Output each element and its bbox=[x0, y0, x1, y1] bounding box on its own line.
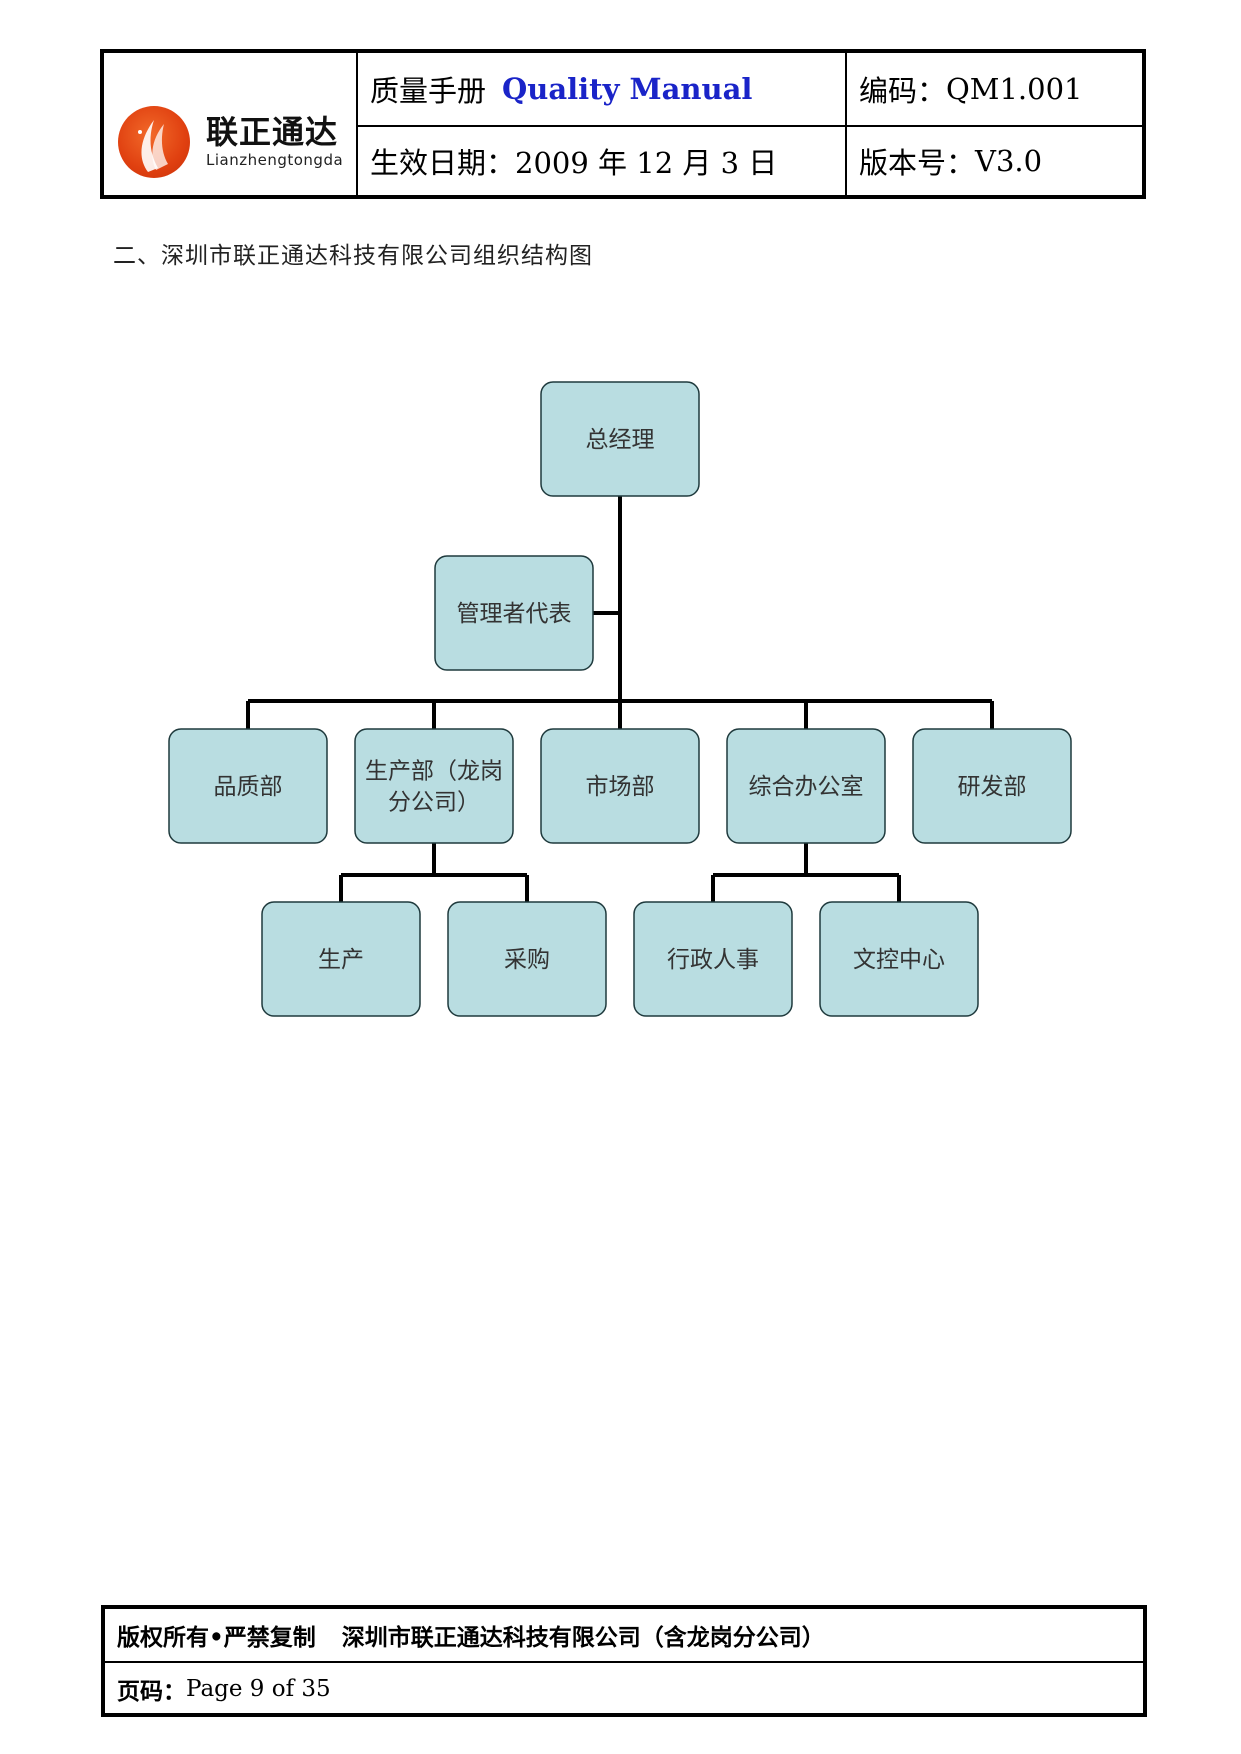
org-box-label: 生产 bbox=[318, 947, 364, 973]
org-node-general-manager: 总经理 bbox=[540, 381, 700, 497]
org-box bbox=[354, 728, 514, 844]
org-node-department: 品质部 bbox=[168, 728, 328, 844]
header-divider bbox=[845, 53, 847, 195]
org-box-label: 采购 bbox=[504, 947, 550, 973]
org-box-label: 总经理 bbox=[586, 427, 655, 453]
company-name: 深圳市联正通达科技有限公司（含龙岗分公司） bbox=[341, 1624, 825, 1651]
section-title: 二、深圳市联正通达科技有限公司组织结构图 bbox=[113, 243, 593, 269]
org-box-label: 研发部 bbox=[958, 774, 1027, 800]
org-node-department: 市场部 bbox=[540, 728, 700, 844]
logo-name-cn: 联正通达 bbox=[206, 113, 339, 151]
org-node-department: 生产部（龙岗分公司） bbox=[354, 728, 514, 844]
org-box-label: 文控中心 bbox=[853, 947, 945, 973]
footer-copyright-row: 版权所有•严禁复制 深圳市联正通达科技有限公司（含龙岗分公司） bbox=[117, 1609, 825, 1661]
logo-name-pinyin: Lianzhengtongda bbox=[206, 151, 344, 169]
org-box bbox=[168, 728, 328, 844]
manual-title: 质量手册 Quality Manual bbox=[370, 53, 752, 125]
page-label: 页码： bbox=[117, 1678, 186, 1705]
footer-page-row: 页码： Page 9 of 35 bbox=[117, 1663, 331, 1715]
header-divider bbox=[356, 125, 1142, 127]
date-value: 2009 年 12 月 3 日 bbox=[515, 146, 778, 180]
date-label: 生效日期： bbox=[370, 146, 516, 180]
org-box-label: 分公司） bbox=[388, 790, 480, 816]
org-box bbox=[261, 901, 421, 1017]
org-node-production-unit: 生产 bbox=[261, 901, 421, 1017]
org-box bbox=[540, 728, 700, 844]
org-box-label: 管理者代表 bbox=[457, 601, 572, 627]
org-box bbox=[540, 381, 700, 497]
org-node-office-unit: 行政人事 bbox=[633, 901, 793, 1017]
org-node-production-unit: 采购 bbox=[447, 901, 607, 1017]
org-box-label: 市场部 bbox=[586, 774, 655, 800]
org-box-label: 品质部 bbox=[214, 774, 283, 800]
company-logo: 联正通达 Lianzhengtongda bbox=[118, 101, 348, 181]
logo-flame-icon bbox=[118, 106, 190, 178]
org-box-label: 生产部（龙岗 bbox=[365, 759, 503, 785]
org-box-label: 综合办公室 bbox=[749, 774, 864, 800]
code-value: QM1.001 bbox=[946, 72, 1083, 106]
org-node-department: 研发部 bbox=[912, 728, 1072, 844]
org-box bbox=[819, 901, 979, 1017]
page-number: Page 9 of 35 bbox=[186, 1676, 331, 1702]
manual-title-en: Quality Manual bbox=[502, 72, 753, 106]
org-node-department: 综合办公室 bbox=[726, 728, 886, 844]
version-label: 版本号： bbox=[859, 146, 976, 180]
org-box bbox=[434, 555, 594, 671]
org-box bbox=[726, 728, 886, 844]
version-number: 版本号： V3.0 bbox=[859, 127, 1042, 195]
org-box bbox=[633, 901, 793, 1017]
effective-date: 生效日期： 2009 年 12 月 3 日 bbox=[370, 127, 777, 195]
document-footer: 版权所有•严禁复制 深圳市联正通达科技有限公司（含龙岗分公司） 页码： Page… bbox=[101, 1605, 1147, 1717]
code-label: 编码： bbox=[859, 74, 947, 108]
version-value: V3.0 bbox=[975, 144, 1043, 178]
org-box bbox=[447, 901, 607, 1017]
org-node-management-representative: 管理者代表 bbox=[434, 555, 594, 671]
document-code: 编码： QM1.001 bbox=[859, 53, 1083, 125]
org-box-label: 行政人事 bbox=[667, 947, 759, 973]
document-header: 联正通达 Lianzhengtongda 质量手册 Quality Manual… bbox=[100, 49, 1146, 199]
org-box bbox=[912, 728, 1072, 844]
header-divider bbox=[356, 53, 358, 195]
manual-title-cn: 质量手册 bbox=[370, 74, 487, 108]
org-node-office-unit: 文控中心 bbox=[819, 901, 979, 1017]
footer-divider bbox=[105, 1661, 1143, 1663]
copyright-notice: 版权所有•严禁复制 bbox=[117, 1624, 316, 1651]
